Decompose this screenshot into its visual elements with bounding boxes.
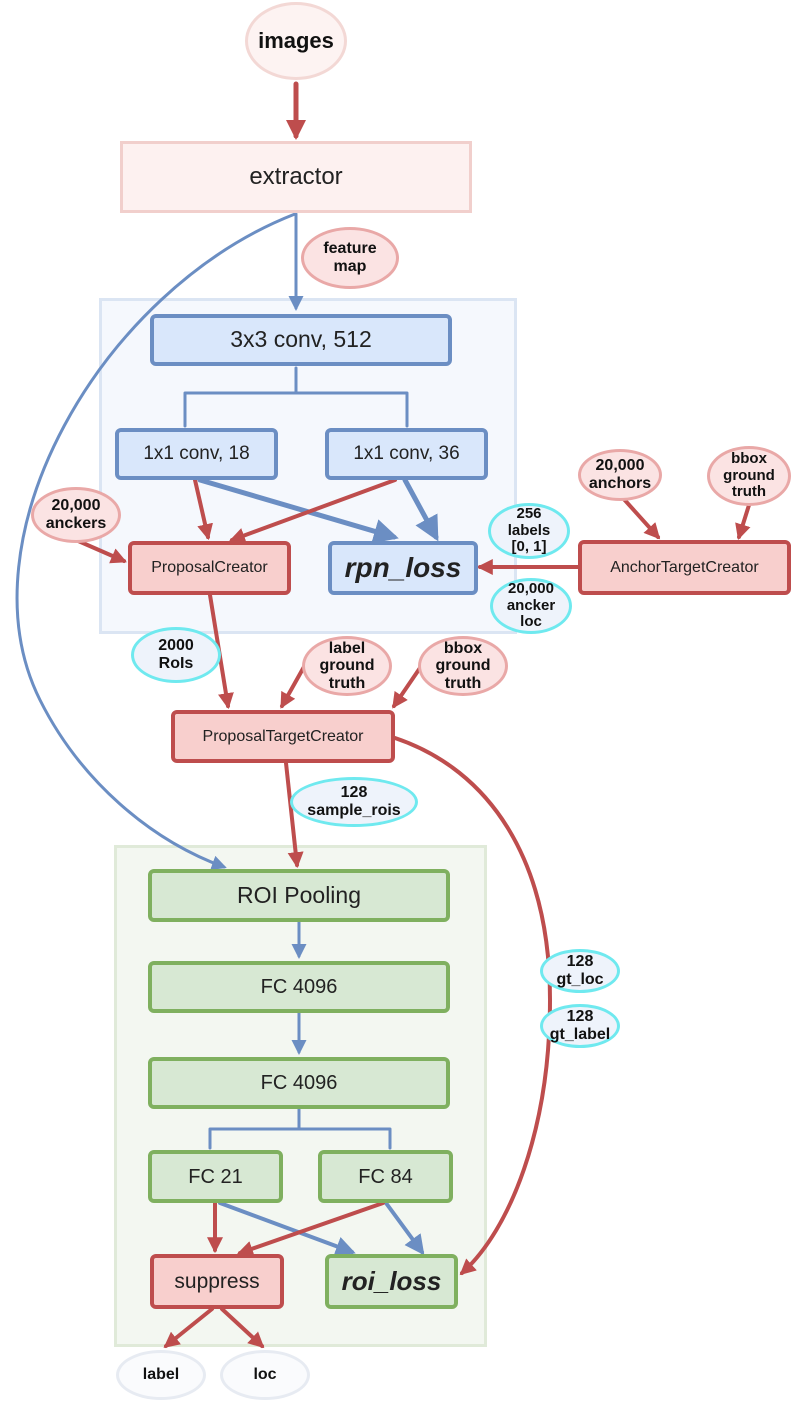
- suppress-label: suppress: [174, 1269, 260, 1293]
- fc21-label: FC 21: [188, 1165, 243, 1188]
- fc4096-b-box: FC 4096: [148, 1057, 450, 1109]
- anchor-target-creator-label: AnchorTargetCreator: [610, 558, 759, 576]
- bbox-gt-node: bbox ground truth: [418, 636, 508, 696]
- ancker-loc-node: 20,000 ancker loc: [490, 578, 572, 634]
- edge-bboxgt-proptarget: [392, 663, 424, 709]
- bbox-gt-top-node: bbox ground truth: [707, 446, 791, 506]
- extractor-box: extractor: [120, 141, 472, 213]
- fc84-label: FC 84: [358, 1165, 413, 1188]
- edge-extractor-roipooling: [15, 212, 297, 870]
- suppress-box: suppress: [150, 1254, 284, 1309]
- gt-loc-label: 128 gt_loc: [556, 953, 604, 988]
- conv3x3-box: 3x3 conv, 512: [150, 314, 452, 366]
- ancker-loc-label: 20,000 ancker loc: [506, 580, 556, 631]
- anchors-node: 20,000 anchors: [578, 449, 662, 501]
- rpn-loss-label: rpn_loss: [344, 551, 462, 583]
- images-label: images: [258, 27, 334, 53]
- fc4096-a-box: FC 4096: [148, 961, 450, 1013]
- fc21-box: FC 21: [148, 1150, 283, 1203]
- proposal-target-creator-box: ProposalTargetCreator: [171, 710, 395, 763]
- label-gt-node: label ground truth: [302, 636, 392, 696]
- edge-conv18-rpnloss: [197, 477, 399, 544]
- edge-suppress-loc: [220, 1307, 265, 1349]
- extractor-label: extractor: [249, 162, 343, 190]
- anchor-target-creator-box: AnchorTargetCreator: [578, 540, 791, 595]
- gt-label-node: 128 gt_label: [540, 1004, 620, 1048]
- roi-loss-box: roi_loss: [325, 1254, 458, 1309]
- edge-conv-split: [183, 366, 409, 428]
- bbox-gt-top-label: bbox ground truth: [723, 450, 775, 501]
- fc4096-b-label: FC 4096: [260, 1072, 338, 1094]
- sample-rois-node: 128 sample_rois: [290, 777, 418, 827]
- rois-2000-node: 2000 RoIs: [131, 627, 221, 683]
- proposal-creator-box: ProposalCreator: [128, 541, 291, 595]
- label-gt-label: label ground truth: [319, 639, 375, 692]
- rpn-loss-box: rpn_loss: [328, 541, 478, 595]
- proposal-creator-label: ProposalCreator: [151, 559, 268, 577]
- edge-fc84-suppress: [236, 1201, 385, 1257]
- sample-rois-label: 128 sample_rois: [307, 784, 401, 819]
- edge-suppress-label: [163, 1307, 214, 1349]
- feature-map-label: feature map: [323, 240, 377, 275]
- edge-conv36-proposal: [228, 478, 397, 544]
- conv1x1-18-box: 1x1 conv, 18: [115, 428, 278, 480]
- edge-anckers-proposal: [74, 538, 127, 564]
- edge-fc21-roiloss: [218, 1201, 356, 1256]
- conv1x1-18-label: 1x1 conv, 18: [143, 442, 250, 464]
- feature-map-node: feature map: [301, 227, 399, 289]
- anchors-label: 20,000 anchors: [588, 457, 652, 492]
- labels-256-node: 256 labels [0, 1]: [488, 503, 570, 559]
- loc-output-node: loc: [220, 1350, 310, 1400]
- edge-anchors-anchortarget: [620, 495, 661, 540]
- label-output-label: label: [142, 1366, 180, 1384]
- edge-proptarget-roiloss: [393, 736, 552, 1276]
- edge-fc2-split: [208, 1107, 392, 1150]
- edge-conv36-rpnloss: [402, 477, 439, 542]
- fc4096-a-label: FC 4096: [260, 976, 338, 998]
- edge-labelgt-proptarget: [280, 663, 307, 709]
- label-output-node: label: [116, 1350, 206, 1400]
- fc84-box: FC 84: [318, 1150, 453, 1203]
- edge-bboxtop-anchortarget: [735, 503, 751, 541]
- anckers-node: 20,000 anckers: [31, 487, 121, 543]
- conv1x1-36-box: 1x1 conv, 36: [325, 428, 488, 480]
- edge-fc84-roiloss: [384, 1201, 425, 1256]
- edge-proptarget-roipooling: [284, 761, 304, 869]
- conv1x1-36-label: 1x1 conv, 36: [353, 442, 460, 464]
- roi-pooling-box: ROI Pooling: [148, 869, 450, 922]
- loc-output-label: loc: [253, 1366, 277, 1384]
- images-node: images: [245, 2, 347, 80]
- bbox-gt-label: bbox ground truth: [435, 639, 491, 692]
- edge-conv18-proposal: [193, 478, 213, 541]
- conv3x3-label: 3x3 conv, 512: [230, 326, 372, 353]
- labels-256-label: 256 labels [0, 1]: [507, 505, 551, 556]
- roi-loss-label: roi_loss: [341, 1266, 442, 1297]
- roi-pooling-label: ROI Pooling: [236, 881, 361, 908]
- rois-2000-label: 2000 RoIs: [158, 637, 194, 672]
- gt-label-label: 128 gt_label: [549, 1008, 611, 1043]
- proposal-target-creator-label: ProposalTargetCreator: [202, 727, 364, 745]
- anckers-label: 20,000 anckers: [45, 497, 107, 532]
- gt-loc-node: 128 gt_loc: [540, 949, 620, 993]
